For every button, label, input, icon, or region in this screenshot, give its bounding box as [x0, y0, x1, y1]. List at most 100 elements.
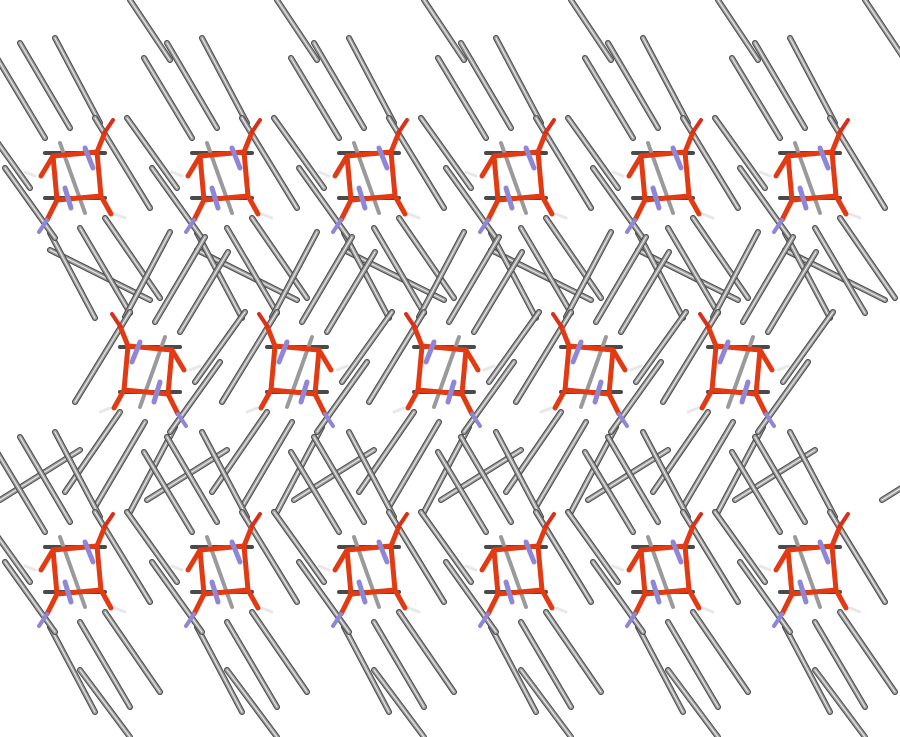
phenyl-rod-highlight — [712, 231, 759, 318]
metal-bond — [165, 391, 181, 417]
nitrogen-bond — [176, 412, 188, 428]
phenyl-rod-highlight — [592, 561, 644, 633]
lattice-rod-highlight — [864, 0, 900, 54]
phenyl-rod-highlight — [789, 37, 836, 124]
hydrogen-bond — [701, 212, 715, 220]
metal-bond — [50, 547, 60, 597]
phenyl-rod-highlight — [667, 621, 719, 708]
nitrogen-bond — [570, 339, 584, 365]
metal-bond — [713, 343, 763, 353]
metal-bond — [344, 543, 394, 553]
phenyl-rod-highlight — [545, 217, 602, 299]
metal-bond — [459, 391, 475, 417]
metal-bond — [789, 193, 839, 203]
oxygen-bond — [397, 118, 409, 134]
phenyl-rod-highlight — [460, 42, 512, 129]
nitrogen-bond — [772, 218, 784, 234]
hydrogen-bond — [317, 170, 331, 178]
phenyl-rod-highlight — [0, 61, 46, 139]
phenyl-rod-highlight — [54, 37, 101, 124]
hydrogen-bond — [98, 406, 112, 414]
metal-bond — [632, 197, 648, 223]
phenyl-rod-highlight — [54, 431, 101, 518]
metal-bond — [833, 193, 849, 217]
phenyl-rod-highlight — [398, 217, 455, 299]
metal-bond — [682, 149, 692, 199]
nitrogen-bond — [331, 612, 343, 628]
metal-bond — [753, 347, 763, 397]
phenyl-rod-highlight — [126, 511, 178, 583]
metal-bond — [50, 543, 100, 553]
lattice-rod-highlight — [129, 0, 171, 61]
phenyl-rod-highlight — [742, 236, 794, 323]
hydrogen-bond — [776, 364, 790, 372]
phenyl-rod-highlight — [490, 232, 537, 319]
lattice-rod-highlight — [79, 669, 131, 737]
metal-bond — [699, 387, 715, 411]
metal-bond — [463, 347, 481, 373]
phenyl-rod-highlight — [545, 611, 602, 693]
metal-bond — [197, 149, 247, 159]
metal-bond — [241, 523, 255, 549]
metal-bond — [388, 129, 402, 155]
phenyl-rod-highlight — [437, 57, 487, 139]
phenyl-rod-highlight — [642, 37, 689, 124]
metal-bond — [459, 347, 469, 397]
hydrogen-bond — [392, 406, 406, 414]
metal-bond — [268, 343, 278, 393]
metal-bond — [773, 153, 791, 179]
nitrogen-bond — [276, 339, 290, 365]
phenyl-rod-highlight — [445, 167, 497, 239]
metal-bond — [491, 547, 501, 597]
phenyl-rod-highlight — [567, 117, 619, 189]
nitrogen-bond — [331, 218, 343, 234]
phenyl-rod-highlight — [495, 431, 542, 518]
phenyl-rod-highlight — [839, 217, 896, 299]
metal-bond — [485, 591, 501, 617]
metal-bond — [632, 591, 648, 617]
metal-bond — [98, 193, 114, 217]
phenyl-rod-highlight — [535, 421, 587, 508]
phenyl-rod-highlight — [313, 436, 365, 523]
metal-bond — [773, 547, 791, 573]
hydrogen-bond — [113, 212, 127, 220]
metal-bond — [50, 153, 60, 203]
metal-bond — [682, 523, 696, 549]
lattice-rod-highlight — [373, 669, 425, 737]
phenyl-rod-highlight — [196, 232, 243, 319]
phenyl-rod-highlight — [154, 236, 206, 323]
lattice-rod-highlight — [667, 669, 719, 737]
phenyl-rod-highlight — [445, 561, 497, 633]
hydrogen-bond — [848, 212, 862, 220]
nitrogen-bond — [523, 145, 537, 171]
metal-bond — [558, 323, 572, 349]
nitrogen-bond — [503, 185, 515, 211]
metal-bond — [241, 129, 255, 155]
complex-unit — [209, 229, 395, 515]
phenyl-rod-highlight — [301, 236, 353, 323]
hydrogen-bond — [464, 170, 478, 178]
metal-bond — [201, 193, 251, 203]
phenyl-rod-highlight — [151, 167, 203, 239]
lattice-rod-highlight — [570, 0, 612, 61]
metal-bond — [411, 323, 425, 349]
phenyl-rod-highlight — [789, 431, 836, 518]
phenyl-rod-highlight — [488, 311, 540, 383]
phenyl-rod-highlight — [49, 626, 96, 713]
phenyl-rod-highlight — [64, 411, 121, 493]
phenyl-rod-highlight — [196, 626, 243, 713]
phenyl-rod-highlight — [692, 217, 749, 299]
metal-bond — [686, 193, 702, 217]
hydrogen-bond — [611, 564, 625, 572]
hydrogen-bond — [113, 606, 127, 614]
phenyl-rod-highlight — [201, 37, 248, 124]
phenyl-rod-highlight — [273, 117, 325, 189]
metal-bond — [785, 153, 795, 203]
metal-bond — [757, 347, 775, 373]
metal-bond — [388, 543, 398, 593]
phenyl-rod-highlight — [418, 231, 465, 318]
phenyl-rod-highlight — [448, 236, 500, 323]
phenyl-rod-highlight — [226, 227, 278, 314]
nitrogen-bond — [625, 218, 637, 234]
